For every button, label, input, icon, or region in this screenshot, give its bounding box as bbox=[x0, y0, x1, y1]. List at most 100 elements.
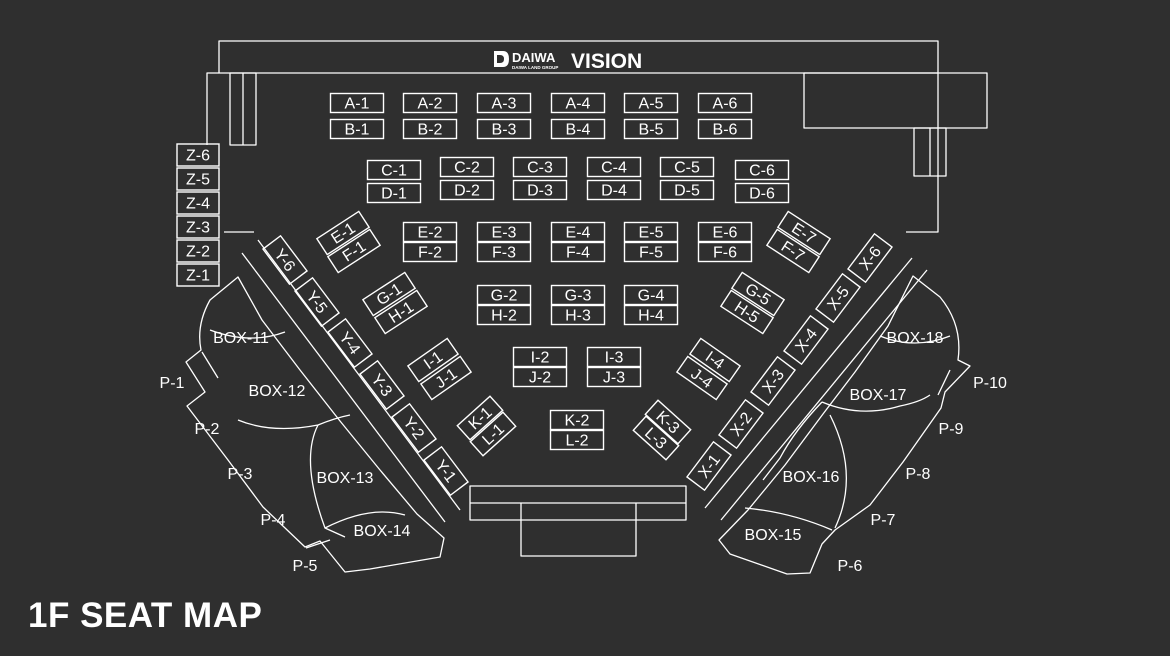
seat-box bbox=[293, 276, 341, 328]
seat-box bbox=[329, 92, 385, 114]
daiwa-logo-icon bbox=[494, 51, 509, 67]
right-box-divider-2 bbox=[821, 394, 931, 412]
seat-box bbox=[550, 118, 606, 140]
seat-e-4[interactable]: E-4 bbox=[550, 221, 606, 243]
seat-g-3[interactable]: G-3 bbox=[550, 284, 606, 306]
box-box-14[interactable]: BOX-14 bbox=[354, 523, 411, 540]
seat-box bbox=[366, 182, 422, 204]
seat-h-2[interactable]: H-2 bbox=[476, 304, 532, 326]
seat-label: D-4 bbox=[601, 183, 627, 200]
seat-k-2[interactable]: K-2 bbox=[549, 409, 605, 431]
seat-j-3[interactable]: J-3 bbox=[586, 366, 642, 388]
seat-z-5[interactable]: Z-5 bbox=[176, 167, 220, 191]
seat-h-4[interactable]: H-4 bbox=[623, 304, 679, 326]
seat-g-2[interactable]: G-2 bbox=[476, 284, 532, 306]
seat-z-6[interactable]: Z-6 bbox=[176, 143, 220, 167]
seat-x-4[interactable]: X-4 bbox=[782, 314, 830, 366]
seat-e-3[interactable]: E-3 bbox=[476, 221, 532, 243]
seat-x-2[interactable]: X-2 bbox=[717, 398, 765, 450]
seat-f-5[interactable]: F-5 bbox=[623, 241, 679, 263]
p-label-p-8: P-8 bbox=[906, 466, 931, 483]
seat-b-5[interactable]: B-5 bbox=[623, 118, 679, 140]
seat-box bbox=[697, 118, 753, 140]
seat-c-1[interactable]: C-1 bbox=[366, 159, 422, 181]
seat-label: Z-5 bbox=[186, 172, 210, 189]
seat-h-3[interactable]: H-3 bbox=[550, 304, 606, 326]
seat-f-3[interactable]: F-3 bbox=[476, 241, 532, 263]
seat-a-5[interactable]: A-5 bbox=[623, 92, 679, 114]
brand-name: DAIWA bbox=[512, 50, 556, 65]
box-box-16[interactable]: BOX-16 bbox=[783, 469, 840, 486]
seat-a-1[interactable]: A-1 bbox=[329, 92, 385, 114]
seat-c-2[interactable]: C-2 bbox=[439, 156, 495, 178]
seat-a-4[interactable]: A-4 bbox=[550, 92, 606, 114]
seat-z-4[interactable]: Z-4 bbox=[176, 191, 220, 215]
seat-box bbox=[512, 346, 568, 368]
seat-z-3[interactable]: Z-3 bbox=[176, 215, 220, 239]
seat-c-5[interactable]: C-5 bbox=[659, 156, 715, 178]
p-label-p-9: P-9 bbox=[939, 421, 964, 438]
seat-label: B-4 bbox=[566, 122, 591, 139]
right-rail-outer bbox=[720, 269, 928, 521]
box-box-11[interactable]: BOX-11 bbox=[213, 330, 269, 347]
seat-g-4[interactable]: G-4 bbox=[623, 284, 679, 306]
left-rail-outer bbox=[241, 252, 446, 523]
seat-box bbox=[326, 317, 374, 369]
seat-label: X-5 bbox=[825, 283, 854, 313]
seat-d-4[interactable]: D-4 bbox=[586, 179, 642, 201]
box-box-15[interactable]: BOX-15 bbox=[745, 527, 802, 544]
seat-label: L-2 bbox=[565, 433, 588, 450]
seat-x-3[interactable]: X-3 bbox=[749, 355, 797, 407]
stage-extension bbox=[520, 503, 637, 557]
seat-b-4[interactable]: B-4 bbox=[550, 118, 606, 140]
seat-label: H-2 bbox=[491, 308, 517, 325]
box-box-12[interactable]: BOX-12 bbox=[249, 383, 306, 400]
seat-f-4[interactable]: F-4 bbox=[550, 241, 606, 263]
seat-box bbox=[390, 402, 438, 454]
seat-z-1[interactable]: Z-1 bbox=[176, 263, 220, 287]
seat-j-2[interactable]: J-2 bbox=[512, 366, 568, 388]
seat-c-6[interactable]: C-6 bbox=[734, 159, 790, 181]
seat-f-6[interactable]: F-6 bbox=[697, 241, 753, 263]
seat-b-1[interactable]: B-1 bbox=[329, 118, 385, 140]
seat-box bbox=[476, 92, 532, 114]
seat-a-6[interactable]: A-6 bbox=[697, 92, 753, 114]
seat-i-3[interactable]: I-3 bbox=[586, 346, 642, 368]
seat-e-2[interactable]: E-2 bbox=[402, 221, 458, 243]
box-box-18[interactable]: BOX-18 bbox=[887, 330, 944, 347]
seat-label: F-3 bbox=[492, 245, 516, 262]
seat-box bbox=[476, 284, 532, 306]
left-wall-top bbox=[206, 72, 219, 145]
seat-e-5[interactable]: E-5 bbox=[623, 221, 679, 243]
seat-b-3[interactable]: B-3 bbox=[476, 118, 532, 140]
seat-d-2[interactable]: D-2 bbox=[439, 179, 495, 201]
seat-a-2[interactable]: A-2 bbox=[402, 92, 458, 114]
seat-b-2[interactable]: B-2 bbox=[402, 118, 458, 140]
seat-d-1[interactable]: D-1 bbox=[366, 182, 422, 204]
seat-e-6[interactable]: E-6 bbox=[697, 221, 753, 243]
seat-f-2[interactable]: F-2 bbox=[402, 241, 458, 263]
seat-box bbox=[734, 159, 790, 181]
seat-label: C-1 bbox=[381, 163, 407, 180]
right-block bbox=[803, 72, 988, 129]
seat-c-3[interactable]: C-3 bbox=[512, 156, 568, 178]
seat-z-2[interactable]: Z-2 bbox=[176, 239, 220, 263]
seat-x-5[interactable]: X-5 bbox=[814, 272, 862, 324]
seat-c-4[interactable]: C-4 bbox=[586, 156, 642, 178]
seat-i-2[interactable]: I-2 bbox=[512, 346, 568, 368]
seat-d-5[interactable]: D-5 bbox=[659, 179, 715, 201]
seat-b-6[interactable]: B-6 bbox=[697, 118, 753, 140]
seat-box bbox=[261, 234, 309, 286]
seat-label: Y-2 bbox=[399, 414, 427, 443]
seat-label: F-2 bbox=[418, 245, 442, 262]
seat-x-6[interactable]: X-6 bbox=[846, 232, 894, 284]
box-box-17[interactable]: BOX-17 bbox=[850, 387, 907, 404]
seat-label: F-5 bbox=[639, 245, 663, 262]
seat-a-3[interactable]: A-3 bbox=[476, 92, 532, 114]
box-box-13[interactable]: BOX-13 bbox=[317, 470, 374, 487]
seat-x-1[interactable]: X-1 bbox=[685, 440, 733, 492]
seat-d-3[interactable]: D-3 bbox=[512, 179, 568, 201]
seat-l-2[interactable]: L-2 bbox=[549, 429, 605, 451]
seat-d-6[interactable]: D-6 bbox=[734, 182, 790, 204]
seat-label: Y-5 bbox=[302, 288, 330, 317]
